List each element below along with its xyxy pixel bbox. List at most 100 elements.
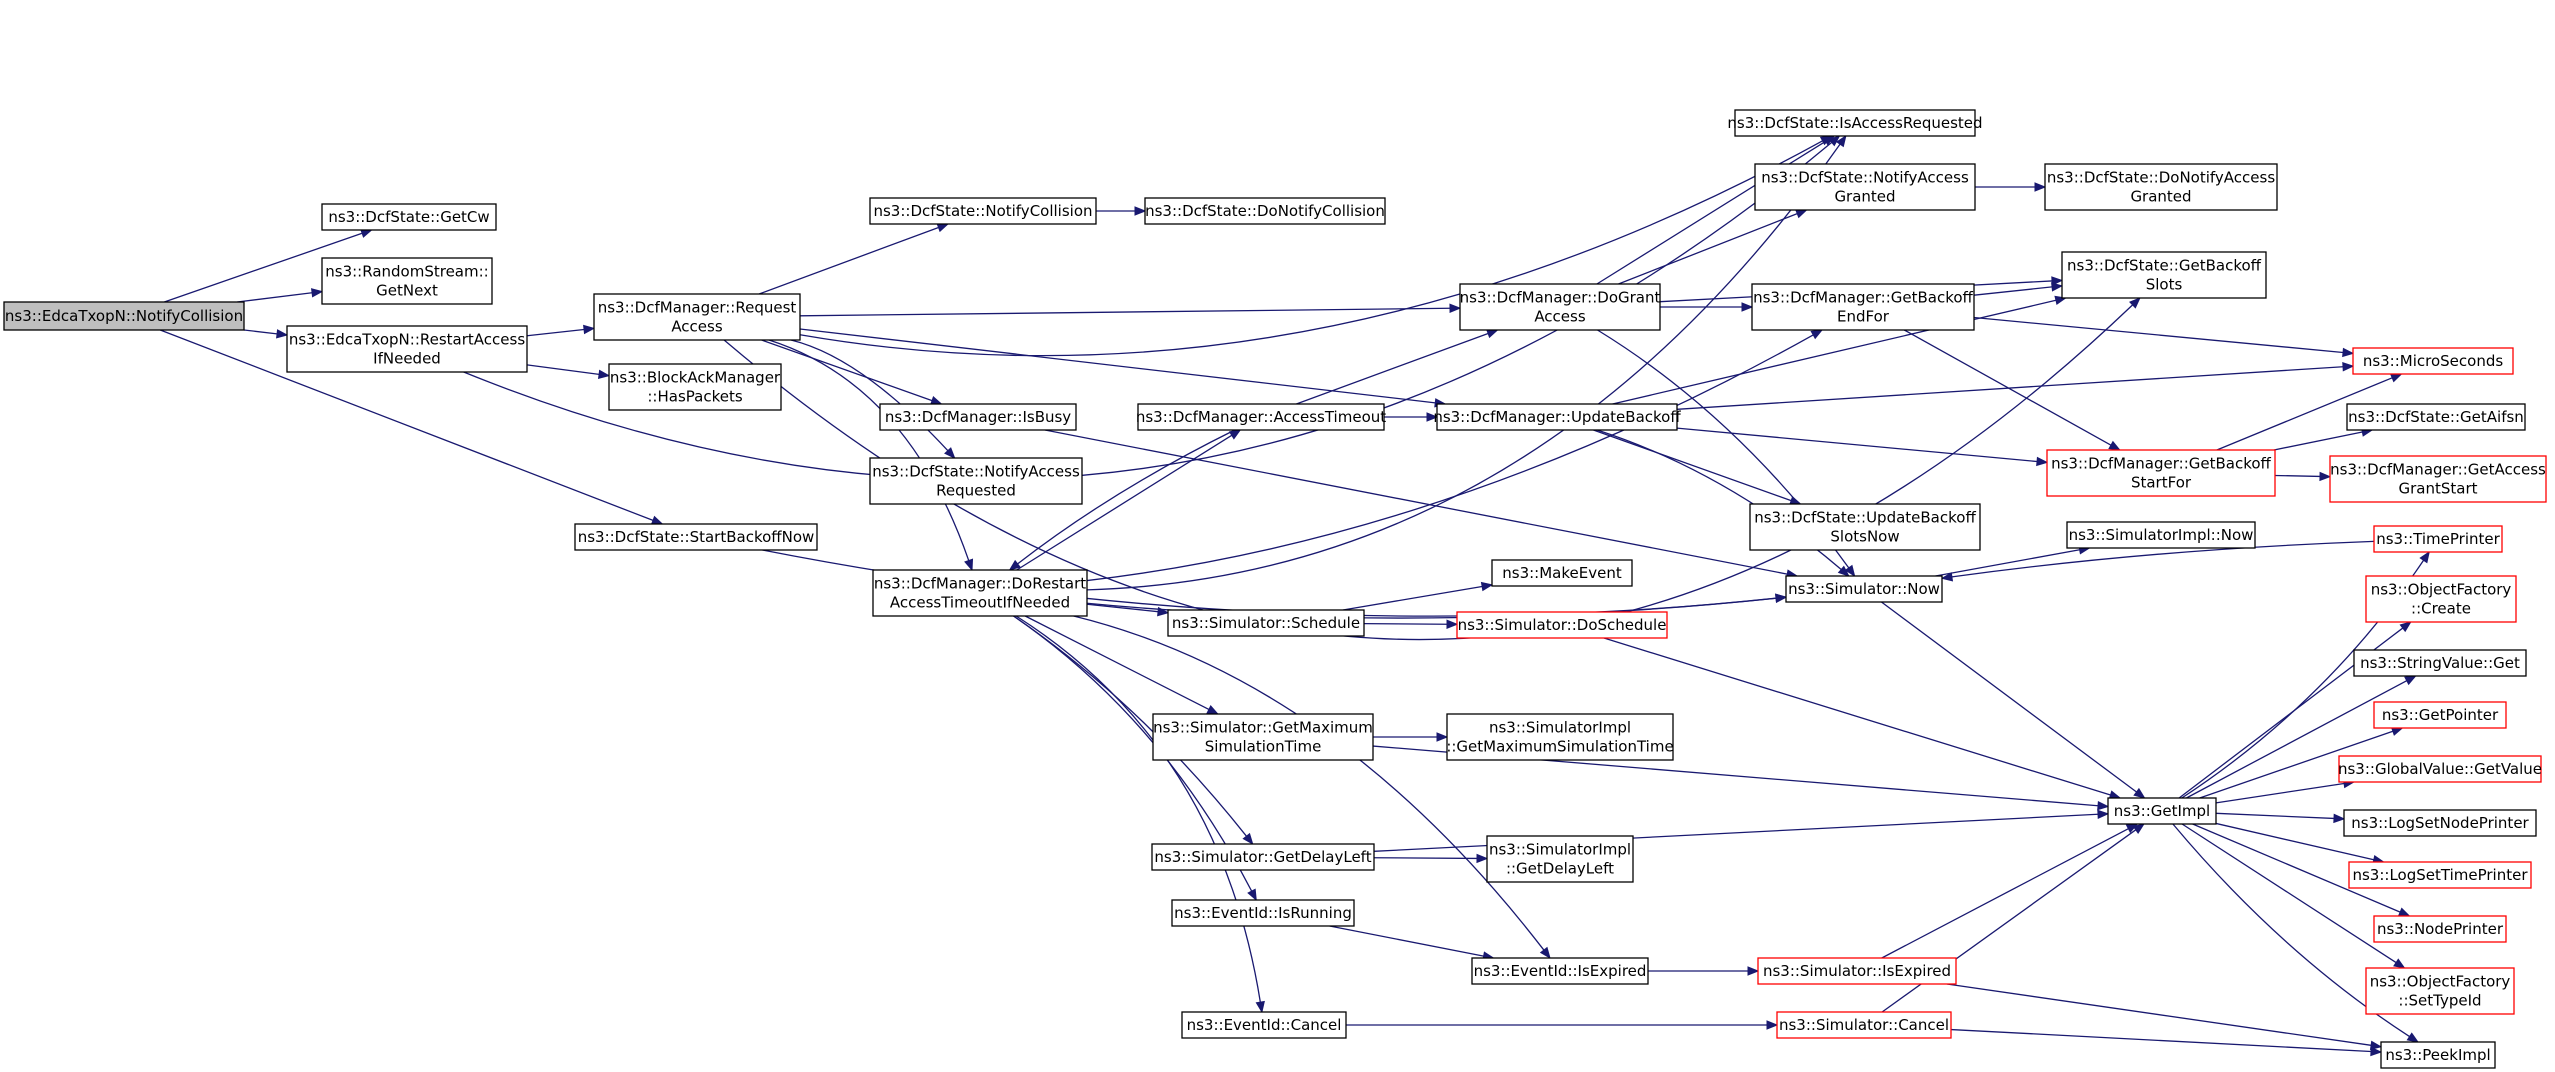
node-stringget[interactable]: ns3::StringValue::Get [2353,649,2527,677]
node-lognode[interactable]: ns3::LogSetNodePrinter [2343,809,2537,837]
node-label: ns3::EventId::Cancel [1187,1016,1342,1034]
node-makeevent[interactable]: ns3::MakeEvent [1491,559,1633,587]
node-simimplnow[interactable]: ns3::SimulatorImpl::Now [2066,521,2256,549]
node-notifycoll[interactable]: ns3::DcfState::NotifyCollision [869,197,1097,225]
node-label: ns3::DcfState::StartBackoffNow [578,528,815,546]
edge-arrowhead [1480,581,1494,592]
edge-getbackoffstart-to-getaccessgrant [2274,471,2332,482]
node-peekimpl[interactable]: ns3::PeekImpl [2380,1041,2496,1069]
node-label: ns3::DcfManager::DoGrant [1460,289,1661,307]
node-label: ns3::DcfState::NotifyAccess [1761,169,1969,187]
node-dorestart[interactable]: ns3::DcfManager::DoRestartAccessTimeoutI… [872,569,1088,617]
node-isaccessreq[interactable]: ns3::DcfState::IsAccessRequested [1727,109,1983,137]
edge-arrowhead [1835,134,1847,148]
node-box [2046,449,2276,497]
node-isrunning[interactable]: ns3::EventId::IsRunning [1171,899,1355,927]
node-label: ns3::SimulatorImpl::Now [2069,526,2254,544]
node-timeprinter[interactable]: ns3::TimePrinter [2373,525,2503,553]
node-box [2044,163,2278,211]
node-label: ns3::DcfManager::GetBackoff [1753,289,1973,307]
node-label: ns3::DcfState::GetAifsn [2348,408,2524,426]
node-label: Granted [2130,188,2191,206]
node-doschedule[interactable]: ns3::Simulator::DoSchedule [1456,611,1668,639]
edge-isrunning-to-isexpired [1329,925,1495,961]
edge-line [1024,615,1210,711]
node-updatebackoff[interactable]: ns3::DcfManager::UpdateBackoff [1433,403,1681,431]
node-ofsettype[interactable]: ns3::ObjectFactory::SetTypeId [2365,967,2515,1015]
node-label: ns3::BlockAckManager [610,369,781,387]
edge-arrowhead [2097,800,2110,811]
node-startbackoff[interactable]: ns3::DcfState::StartBackoffNow [574,523,818,551]
node-simnow[interactable]: ns3::Simulator::Now [1785,575,1943,603]
node-schedule[interactable]: ns3::Simulator::Schedule [1167,609,1365,637]
node-donotifycoll[interactable]: ns3::DcfState::DoNotifyCollision [1144,197,1386,225]
edge-arrowhead [2051,276,2064,286]
node-accesstimeout[interactable]: ns3::DcfManager::AccessTimeout [1136,403,1386,431]
node-root[interactable]: ns3::EdcaTxopN::NotifyCollision [3,301,245,331]
edge-arrowhead [1426,412,1439,422]
edge-arrowhead [2399,621,2412,633]
edge-getbackoffend-to-getbackoffslots [1973,282,2064,296]
node-microseconds[interactable]: ns3::MicroSeconds [2352,347,2514,375]
edge-root-to-restart [243,329,289,339]
node-getcw[interactable]: ns3::DcfState::GetCw [321,203,497,231]
edge-line [799,140,1823,357]
node-box [2061,251,2267,299]
node-simcancel[interactable]: ns3::Simulator::Cancel [1776,1011,1952,1039]
node-box [321,257,493,305]
node-label: Access [1534,308,1586,326]
node-isbusy[interactable]: ns3::DcfManager::IsBusy [879,403,1077,431]
node-bahas[interactable]: ns3::BlockAckManager::HasPackets [608,363,782,411]
node-getimpl[interactable]: ns3::GetImpl [2107,797,2217,825]
node-getdelayleft[interactable]: ns3::Simulator::GetDelayLeft [1151,843,1375,871]
node-gvget[interactable]: ns3::GlobalValue::GetValue [2338,755,2542,783]
node-getpointer[interactable]: ns3::GetPointer [2373,701,2507,729]
edge-notifygranted-to-donotifygranted [1974,182,2047,192]
edge-restart-to-bahas [526,364,611,379]
node-box [593,293,801,341]
edge-schedule-to-makeevent [1342,581,1494,611]
node-label: ns3::DcfState::NotifyCollision [873,202,1092,220]
node-label: ns3::GetImpl [2114,802,2210,820]
node-isexpired[interactable]: ns3::EventId::IsExpired [1471,957,1649,985]
edge-arrowhead [1775,593,1788,603]
node-getaifsn[interactable]: ns3::DcfState::GetAifsn [2346,403,2526,431]
edge-doschedule-to-getimpl [1603,637,2122,800]
node-ofcreate[interactable]: ns3::ObjectFactory::Create [2365,575,2517,623]
node-simisexpired[interactable]: ns3::Simulator::IsExpired [1757,957,1957,985]
edge-arrowhead [1837,565,1850,577]
node-label: ns3::MakeEvent [1502,564,1622,582]
edge-arrowhead [583,324,596,335]
edge-accesstimeout-to-dogrant [1296,329,1499,405]
node-label: ns3::Simulator::GetMaximum [1153,719,1373,737]
node-cancel[interactable]: ns3::EventId::Cancel [1181,1011,1347,1039]
edge-isexpired-to-simisexpired [1647,966,1760,976]
edge-arrowhead [2419,550,2430,564]
edge-line [1017,429,1236,565]
node-label: StartFor [2131,474,2192,492]
edge-accesstimeout-to-updatebackoff [1383,412,1439,422]
node-label: ns3::DcfManager::GetBackoff [2051,455,2271,473]
node-implgetdelay[interactable]: ns3::SimulatorImpl::GetDelayLeft [1486,835,1634,883]
node-rsgetnext[interactable]: ns3::RandomStream::GetNext [321,257,493,305]
node-implgetmax[interactable]: ns3::SimulatorImpl::GetMaximumSimulation… [1446,713,1674,761]
node-getmaxsim[interactable]: ns3::Simulator::GetMaximumSimulationTime [1152,713,1374,761]
edge-arrowhead [310,288,324,298]
node-label: ns3::GetPointer [2382,706,2499,724]
node-label: ns3::EventId::IsRunning [1174,904,1352,922]
node-nodeprinter[interactable]: ns3::NodePrinter [2373,915,2507,943]
node-logtime[interactable]: ns3::LogSetTimePrinter [2348,861,2532,889]
node-label: EndFor [1837,308,1890,326]
node-label: ns3::EventId::IsExpired [1474,962,1647,980]
